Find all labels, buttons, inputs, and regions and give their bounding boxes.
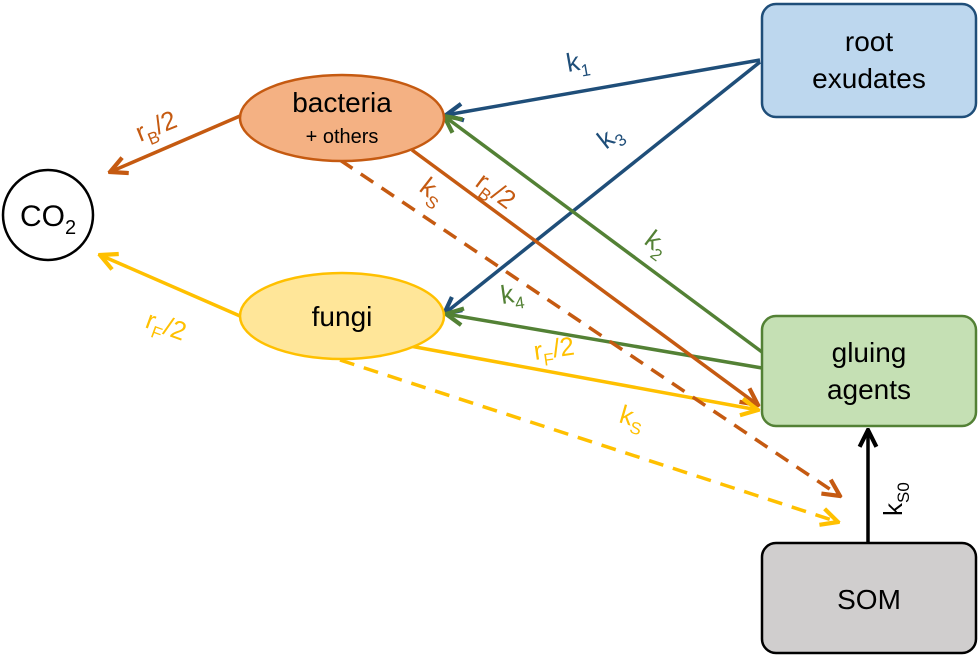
label-k4: k4 xyxy=(499,277,526,315)
node-co2: CO2 xyxy=(1,168,95,262)
co2-label: CO xyxy=(20,200,65,233)
arrow-bacteria-to-gluing xyxy=(410,148,758,405)
gluing-agents-line1: gluing xyxy=(832,337,907,368)
arrow-fungi-to-gluing xyxy=(409,344,758,410)
label-rf-co2: rF/2 xyxy=(140,304,190,351)
node-som: SOM xyxy=(760,541,978,655)
label-ks-bacteria: kS xyxy=(411,171,452,214)
arrow-bacteria-to-co2 xyxy=(110,114,241,172)
label-ks-fungi: kS xyxy=(615,399,648,439)
label-rf-glue: rF/2 xyxy=(532,331,577,371)
fungi-label: fungi xyxy=(312,301,373,332)
root-exudates-line1: root xyxy=(845,26,893,57)
arrow-bacteria-to-som xyxy=(339,158,840,496)
node-gluing-agents: gluing agents xyxy=(760,314,978,428)
som-label: SOM xyxy=(837,584,901,615)
arrow-root-to-fungi xyxy=(444,60,762,314)
root-exudates-line2: exudates xyxy=(812,63,926,94)
arrow-root-to-bacteria xyxy=(446,58,761,115)
label-ks0: kS0 xyxy=(878,482,913,516)
node-root-exudates: root exudates xyxy=(760,2,978,119)
co2-subscript: 2 xyxy=(65,217,76,239)
node-bacteria: bacteria + others xyxy=(238,73,446,163)
arrow-gluing-to-bacteria xyxy=(444,116,764,354)
bacteria-label: bacteria xyxy=(292,87,392,118)
gluing-agents-line2: agents xyxy=(827,374,911,405)
svg-text:CO2: CO2 xyxy=(20,200,76,239)
label-k1: k1 xyxy=(564,44,592,82)
arrow-fungi-to-som xyxy=(339,358,838,522)
arrow-fungi-to-co2 xyxy=(100,255,241,318)
arrow-gluing-to-fungi xyxy=(446,314,763,370)
label-k3: k3 xyxy=(591,117,630,158)
label-k2: k2 xyxy=(636,224,675,265)
bacteria-sublabel: + others xyxy=(306,126,379,148)
node-fungi: fungi xyxy=(238,271,446,361)
